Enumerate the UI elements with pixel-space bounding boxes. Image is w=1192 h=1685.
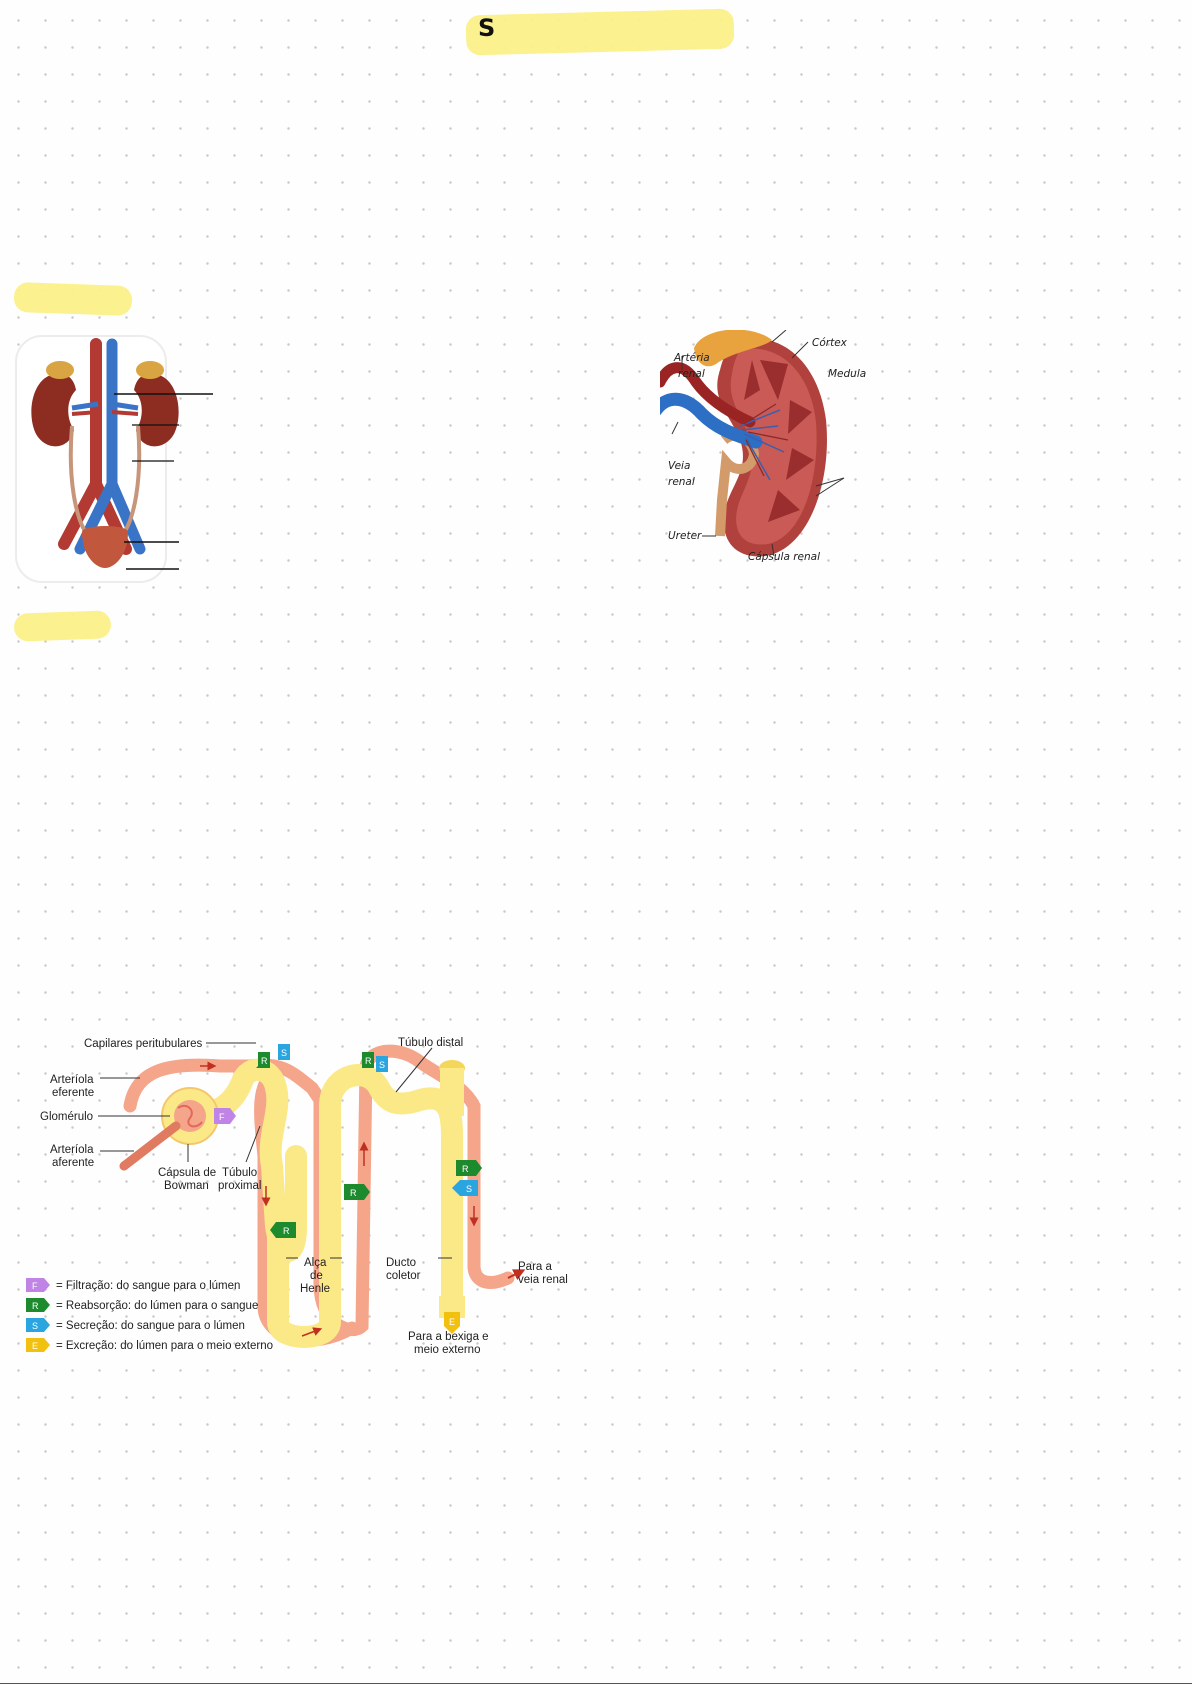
label-to-bladder-2: meio externo — [414, 1344, 480, 1356]
label-renal-artery-2: renal — [678, 368, 705, 380]
marker-reabsorption-2: R — [362, 1052, 374, 1068]
legend-letter: E — [32, 1341, 38, 1351]
legend-row-e: E = Excreção: do lúmen para o meio extern… — [26, 1338, 273, 1352]
marker-reabsorption-4: R — [270, 1222, 296, 1238]
svg-text:E: E — [449, 1317, 455, 1327]
label-henle-2: de — [310, 1270, 323, 1282]
nephron-figure: F R S R S R R R — [20, 1026, 580, 1361]
label-ureter: Ureter — [668, 530, 702, 542]
legend-row-r: R = Reabsorção: do lúmen para o sangue — [26, 1298, 258, 1312]
label-efferent-2: eferente — [52, 1087, 94, 1099]
label-efferent-1: Arteríola — [50, 1074, 94, 1086]
label-glomerulus: Glomérulo — [40, 1111, 93, 1123]
svg-text:R: R — [261, 1056, 268, 1066]
label-renal-artery-1: Artéria — [673, 352, 710, 364]
label-to-renal-vein-1: Para a — [518, 1261, 552, 1273]
label-renal-capsule: Cápsula renal — [748, 551, 820, 563]
legend-text: = Secreção: do sangue para o lúmen — [56, 1320, 245, 1332]
section-highlight-2 — [13, 610, 112, 642]
marker-secretion-3: S — [452, 1180, 478, 1196]
page-bottom-rule — [0, 1683, 1192, 1684]
legend-arrow-icon — [26, 1318, 50, 1332]
marker-filtration: F — [214, 1108, 236, 1124]
section-highlight-1 — [13, 281, 133, 317]
legend-arrow-icon — [26, 1338, 50, 1352]
label-collecting-duct-2: coletor — [386, 1270, 421, 1282]
urinary-system-figure — [14, 334, 224, 584]
legend-text: = Reabsorção: do lúmen para o sangue — [56, 1300, 258, 1312]
label-cortex: Córtex — [812, 337, 848, 349]
marker-secretion-1: S — [278, 1044, 290, 1060]
label-proximal-1: Túbulo — [222, 1167, 257, 1179]
label-henle-3: Henle — [300, 1283, 330, 1295]
legend-text: = Excreção: do lúmen para o meio externo — [56, 1340, 273, 1352]
label-renal-vein-2: renal — [668, 476, 695, 488]
legend-letter: R — [32, 1301, 39, 1311]
marker-reabsorption-1: R — [256, 1052, 270, 1068]
legend-arrow-icon — [26, 1298, 50, 1312]
svg-text:R: R — [350, 1188, 357, 1198]
legend-row-s: S = Secreção: do sangue para o lúmen — [26, 1318, 245, 1332]
svg-text:S: S — [281, 1048, 287, 1058]
legend-letter: S — [32, 1321, 38, 1331]
legend-arrow-icon — [26, 1278, 50, 1292]
label-to-renal-vein-2: veia renal — [518, 1274, 568, 1286]
page-title: S — [478, 14, 496, 42]
svg-text:R: R — [365, 1056, 372, 1066]
legend-text: = Filtração: do sangue para o lúmen — [56, 1280, 240, 1292]
legend-letter: F — [32, 1281, 38, 1291]
label-henle-1: Alça — [304, 1257, 327, 1269]
svg-text:S: S — [466, 1184, 472, 1194]
svg-text:R: R — [283, 1226, 290, 1236]
marker-reabsorption-3: R — [344, 1184, 370, 1200]
label-to-bladder-1: Para a bexiga e — [408, 1331, 489, 1343]
kidney-section-figure: Córtex Medula Artéria renal Veia renal U… — [649, 329, 870, 566]
marker-secretion-2: S — [376, 1056, 388, 1072]
label-distal-tubule: Túbulo distal — [398, 1037, 463, 1049]
legend-row-f: F = Filtração: do sangue para o lúmen — [26, 1278, 240, 1292]
label-proximal-2: proximal — [218, 1180, 261, 1192]
svg-text:F: F — [219, 1112, 225, 1122]
label-renal-vein-1: Veia — [668, 460, 690, 472]
marker-reabsorption-5: R — [456, 1160, 482, 1176]
label-bowman-2: Bowman — [164, 1180, 209, 1192]
label-medulla: Medula — [828, 368, 866, 380]
marker-excretion: E — [444, 1312, 460, 1334]
svg-text:R: R — [462, 1164, 469, 1174]
label-afferent-1: Arteríola — [50, 1144, 94, 1156]
title-highlight — [465, 8, 735, 56]
label-peritubular-capillaries: Capilares peritubulares — [84, 1038, 203, 1050]
label-afferent-2: aferente — [52, 1157, 94, 1169]
label-bowman-1: Cápsula de — [158, 1167, 216, 1179]
svg-text:S: S — [379, 1060, 385, 1070]
label-collecting-duct-1: Ducto — [386, 1257, 416, 1269]
